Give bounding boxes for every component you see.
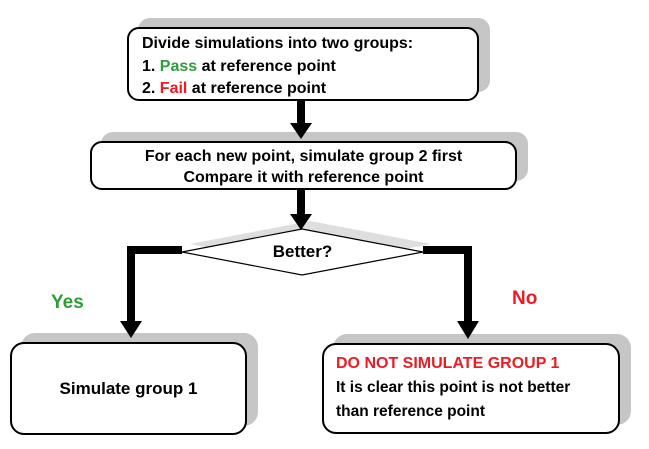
simulate-group2-line1: For each new point, simulate group 2 fir… [144, 148, 463, 165]
divide-step-box: Divide simulations into two groups: 1. P… [127, 27, 479, 101]
item-2-number: 2. [142, 80, 160, 97]
simulate-group2-line2: Compare it with reference point [183, 169, 424, 186]
do-not-simulate-box: DO NOT SIMULATE GROUP 1 It is clear this… [322, 343, 620, 434]
item-2-rest: at reference point [187, 80, 327, 97]
decision-label: Better? [272, 242, 333, 261]
simulate-group1-box: Simulate group 1 [10, 342, 247, 435]
divide-step-item-fail: 2. Fail at reference point [142, 78, 467, 101]
do-not-simulate-line2: than reference point [336, 403, 485, 420]
no-branch-label: No [512, 288, 538, 309]
arrow-step1-to-step2-head [290, 123, 312, 139]
divide-step-item-pass: 1. Pass at reference point [142, 56, 467, 79]
divide-step-title: Divide simulations into two groups: [142, 35, 414, 52]
simulate-group2-box: For each new point, simulate group 2 fir… [90, 141, 517, 190]
do-not-simulate-heading: DO NOT SIMULATE GROUP 1 [336, 355, 560, 372]
do-not-simulate-line1: It is clear this point is not better [336, 379, 571, 396]
item-1-rest: at reference point [197, 57, 336, 75]
item-1-number: 1. [142, 57, 160, 75]
yes-branch-label: Yes [51, 292, 84, 313]
arrow-yes-branch-head [120, 321, 142, 338]
pass-word: Pass [159, 57, 198, 75]
fail-word: Fail [159, 80, 188, 97]
arrow-yes-branch [127, 246, 182, 322]
arrow-step2-to-decision-head [290, 214, 312, 230]
arrow-no-branch [423, 246, 472, 322]
simulate-group1-text: Simulate group 1 [59, 378, 198, 398]
arrow-no-branch-head [457, 321, 479, 339]
